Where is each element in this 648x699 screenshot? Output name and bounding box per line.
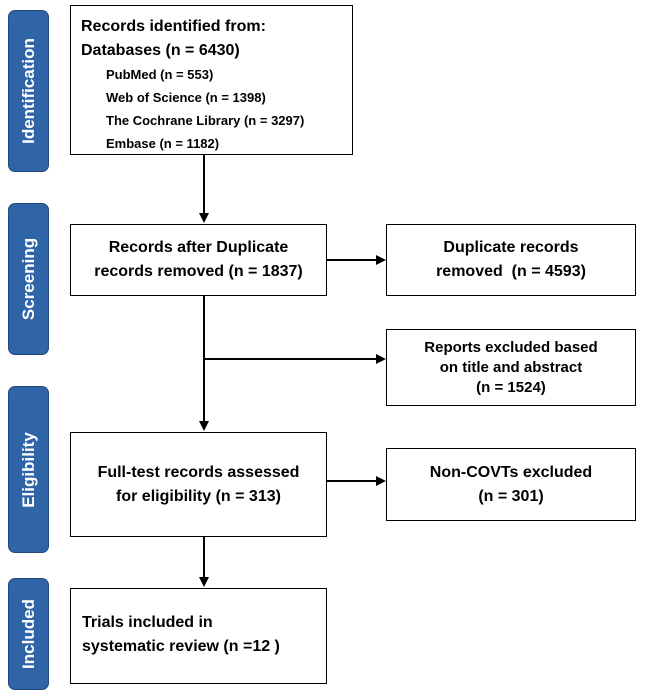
box-trials-included: Trials included in systematic review (n … [70, 588, 327, 684]
connector-to-excluded-title-abstract [204, 358, 376, 360]
stage-eligibility: Eligibility [8, 386, 49, 553]
excluded-title-abstract-line2: on title and abstract [439, 358, 583, 376]
non-covts-line2: (n = 301) [478, 487, 544, 505]
box-duplicates-removed: Duplicate records removed (n = 4593) [386, 224, 636, 296]
identified-databases-total: Databases (n = 6430) [81, 42, 240, 59]
database-item-pubmed: PubMed (n = 553) [106, 67, 214, 82]
excluded-title-abstract-line1: Reports excluded based [424, 338, 598, 356]
full-text-line1: Full-test records assessed [97, 463, 300, 481]
database-item-web-of-science: Web of Science (n = 1398) [106, 90, 266, 105]
stage-identification-label: Identification [18, 38, 38, 144]
after-duplicates-line1: Records after Duplicate [108, 239, 289, 256]
stage-identification: Identification [8, 10, 49, 172]
arrow-right-icon [376, 354, 386, 364]
stage-screening: Screening [8, 203, 49, 355]
arrow-right-icon [376, 476, 386, 486]
identified-title: Records identified from: [81, 18, 266, 35]
stage-eligibility-label: Eligibility [18, 431, 38, 508]
duplicates-removed-line2: removed (n = 4593) [436, 263, 586, 280]
arrow-down-icon [199, 577, 209, 587]
arrow-down-icon [199, 213, 209, 223]
connector-eligibility-to-included [203, 537, 205, 577]
stage-screening-label: Screening [18, 237, 38, 321]
connector-to-duplicates-removed [327, 259, 376, 261]
full-text-line2: for eligibility (n = 313) [116, 487, 281, 505]
arrow-down-icon [199, 421, 209, 431]
database-item-embase: Embase (n = 1182) [106, 136, 220, 151]
database-list: PubMed (n = 553) Web of Science (n = 139… [106, 63, 304, 155]
non-covts-line1: Non-COVTs excluded [429, 463, 593, 481]
box-full-text-assessed: Full-test records assessed for eligibili… [70, 432, 327, 537]
duplicates-removed-line1: Duplicate records [443, 239, 579, 256]
stage-included: Included [8, 578, 49, 690]
after-duplicates-line2: records removed (n = 1837) [94, 263, 303, 280]
box-non-covts-excluded: Non-COVTs excluded (n = 301) [386, 448, 636, 521]
box-records-after-duplicates: Records after Duplicate records removed … [70, 224, 327, 296]
connector-to-non-covts-excluded [327, 480, 376, 482]
connector-identified-to-screening [203, 155, 205, 213]
box-excluded-title-abstract: Reports excluded based on title and abst… [386, 329, 636, 406]
box-records-identified: Records identified from: Databases (n = … [70, 5, 353, 155]
database-item-cochrane: The Cochrane Library (n = 3297) [106, 113, 305, 128]
included-line1: Trials included in [82, 614, 213, 631]
included-line2: systematic review (n =12 ) [82, 638, 280, 655]
arrow-right-icon [376, 255, 386, 265]
excluded-title-abstract-line3: (n = 1524) [476, 378, 546, 396]
stage-included-label: Included [18, 599, 38, 669]
